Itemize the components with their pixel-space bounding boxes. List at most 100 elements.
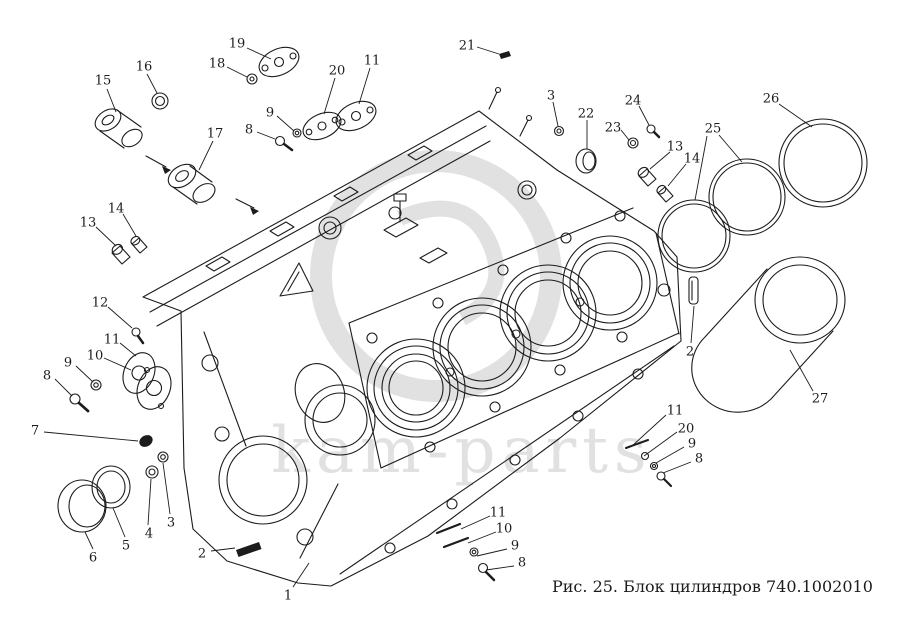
part-4-plug — [145, 465, 159, 479]
part-label-23: 23 — [605, 121, 622, 136]
part-24-plug — [646, 124, 661, 139]
part-9-washer — [90, 379, 102, 391]
engine-block — [142, 86, 682, 587]
part-8-bolt — [69, 393, 90, 413]
part-label-9: 9 — [688, 437, 696, 452]
leader-line-20 — [323, 77, 336, 115]
watermark-ring — [310, 150, 562, 402]
part-label-1: 1 — [284, 589, 292, 604]
leader-line-8 — [256, 131, 276, 140]
part-9-washer — [292, 128, 302, 138]
leader-line-10 — [467, 531, 497, 544]
part-23-ring — [627, 137, 639, 149]
leader-line-11 — [460, 515, 491, 530]
leader-line-11 — [119, 342, 137, 357]
gusset-bracket — [279, 262, 314, 297]
part-13-plug — [637, 166, 657, 187]
pointer-arrow — [235, 198, 259, 215]
leader-line-18 — [226, 66, 248, 78]
leader-line-8 — [662, 461, 692, 474]
fastener-set-right — [625, 439, 673, 488]
cylinder-bore-1 — [366, 338, 466, 438]
leader-line-1 — [292, 562, 310, 588]
part-27-cylinder-liner — [691, 256, 846, 413]
part-5-ring — [91, 465, 131, 509]
top-studs — [488, 91, 529, 137]
part-13-plug — [111, 243, 131, 265]
leader-line-13 — [649, 151, 671, 170]
leader-line-23 — [620, 129, 630, 141]
part-label-24: 24 — [625, 94, 642, 109]
leader-line-10 — [103, 357, 132, 371]
leader-line-3 — [552, 101, 559, 127]
part-26-o-ring — [778, 118, 868, 208]
leader-line-3 — [162, 462, 171, 515]
part-label-5: 5 — [122, 539, 130, 554]
leader-line-19 — [246, 47, 272, 60]
part-label-19: 19 — [229, 37, 246, 52]
leader-line-16 — [146, 73, 158, 94]
part-label-18: 18 — [209, 57, 226, 72]
leader-line-9 — [75, 365, 94, 383]
part-label-11: 11 — [364, 54, 381, 69]
valley-rail — [149, 125, 491, 327]
part-14-plug — [656, 184, 674, 203]
part-2-dowel-pin — [688, 276, 699, 305]
leader-line-9 — [476, 548, 508, 557]
part-11-gasket — [122, 352, 156, 394]
leader-line-24 — [638, 105, 650, 126]
part-label-21: 21 — [459, 39, 476, 54]
leader-line-13 — [95, 226, 117, 247]
part-label-25: 25 — [705, 122, 722, 137]
part-label-8: 8 — [518, 556, 526, 571]
part-label-2: 2 — [686, 345, 694, 360]
part-label-26: 26 — [763, 92, 780, 107]
leader-line-17 — [198, 140, 214, 171]
part-12-stud — [131, 327, 145, 345]
part-label-10: 10 — [496, 522, 513, 537]
part-label-8: 8 — [43, 369, 51, 384]
part-7-plug — [139, 435, 153, 447]
leader-line-8 — [54, 378, 73, 397]
part-16-ring — [151, 92, 169, 110]
block-outline — [142, 110, 682, 587]
leader-line-11 — [631, 414, 667, 447]
leader-line-25 — [694, 135, 708, 201]
part-label-27: 27 — [812, 392, 829, 407]
part-label-6: 6 — [89, 551, 97, 566]
part-11-cover-plate — [335, 100, 377, 132]
part-label-10: 10 — [87, 349, 104, 364]
leader-line-9 — [276, 115, 295, 132]
stud-head — [525, 114, 533, 122]
cylinder-bore-2 — [432, 297, 532, 397]
watermark-text: kam-parts — [271, 414, 653, 488]
part-21-pin — [499, 51, 511, 59]
part-label-9: 9 — [511, 539, 519, 554]
part-label-11: 11 — [104, 333, 121, 348]
part-25-o-rings — [657, 158, 786, 273]
part-label-13: 13 — [80, 216, 97, 231]
watermark-emblem — [396, 200, 505, 326]
leader-line-15 — [106, 88, 117, 113]
leader-line-12 — [107, 306, 133, 329]
part-label-9: 9 — [266, 106, 274, 121]
part-label-8: 8 — [695, 452, 703, 467]
leader-line-2 — [210, 547, 236, 552]
part-label-17: 17 — [207, 127, 224, 142]
part-label-22: 22 — [578, 107, 595, 122]
leader-line-2 — [690, 305, 695, 344]
cylinder-bore-4 — [562, 235, 658, 331]
part-17-fitting — [167, 163, 216, 205]
leader-line-21 — [476, 46, 500, 55]
part-label-3: 3 — [547, 89, 555, 104]
stud-head — [494, 86, 502, 94]
part-label-15: 15 — [95, 74, 112, 89]
deck-bolt-holes — [366, 210, 628, 453]
part-label-16: 16 — [136, 60, 153, 75]
leader-line-14 — [122, 213, 137, 237]
part-20-gasket — [302, 111, 342, 141]
end-face-hole — [657, 283, 671, 297]
